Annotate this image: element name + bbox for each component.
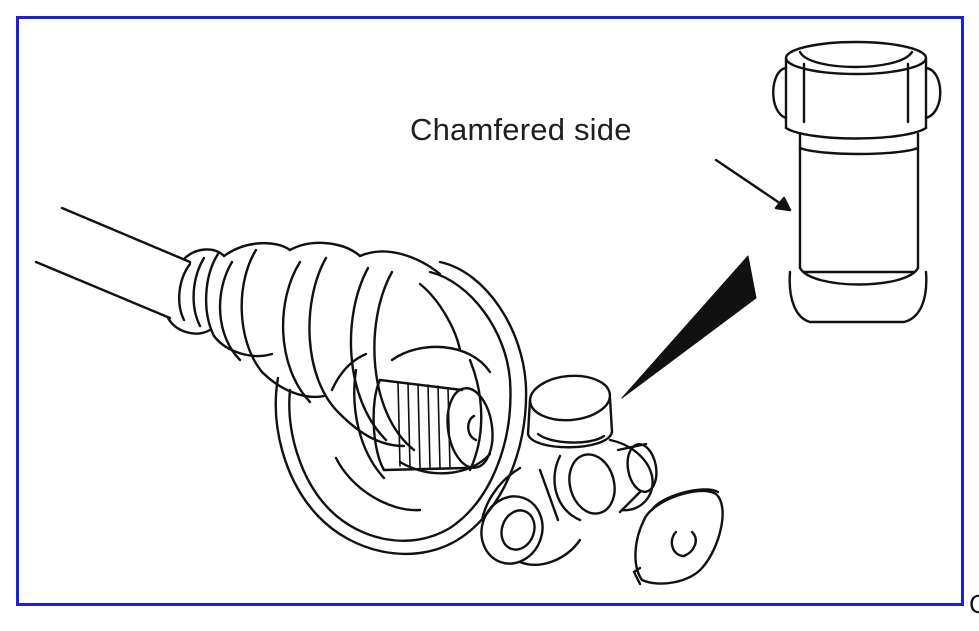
callout-wedge [621, 255, 757, 399]
edge-glyph: C [969, 589, 979, 619]
roller-detail [772, 40, 942, 324]
splined-shaft-end [372, 378, 494, 472]
tripod-joint [480, 374, 658, 566]
cv-boot [166, 241, 528, 556]
snap-ring [632, 488, 724, 586]
chamfered-side-label: Chamfered side [410, 112, 632, 147]
label-leader-arrow [714, 158, 792, 212]
drive-shaft [34, 206, 192, 320]
